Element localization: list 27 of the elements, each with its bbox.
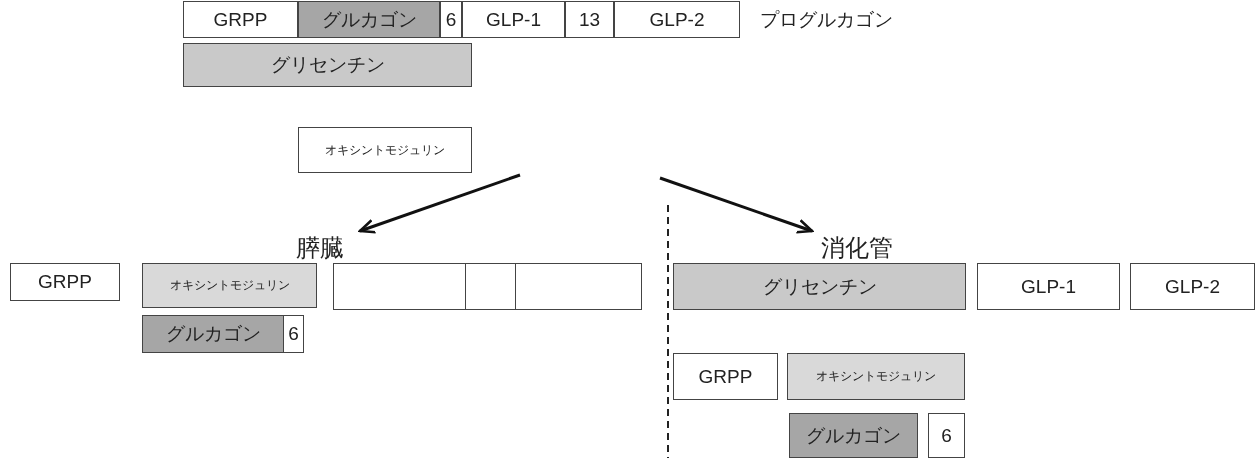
peptide-segment: グリセンチン (673, 263, 966, 310)
peptide-segment: 13 (565, 1, 614, 38)
peptide-segment: オキシントモジュリン (142, 263, 317, 308)
peptide-segment: GRPP (673, 353, 778, 400)
organ-heading: 消化管 (812, 232, 902, 264)
arrow (358, 173, 521, 234)
peptide-segment: GLP-1 (977, 263, 1120, 310)
segment-box (333, 263, 466, 310)
peptide-segment: オキシントモジュリン (787, 353, 965, 400)
precursor-label: プログルカゴン (760, 8, 893, 32)
peptide-segment: オキシントモジュリン (298, 127, 472, 173)
peptide-segment: GRPP (183, 1, 298, 38)
peptide-segment: グルカゴン (789, 413, 918, 458)
arrow (659, 176, 814, 234)
peptide-segment: GLP-2 (614, 1, 740, 38)
peptide-segment: グリセンチン (183, 43, 472, 87)
segment-box (515, 263, 642, 310)
peptide-segment: GLP-2 (1130, 263, 1255, 310)
peptide-segment: GRPP (10, 263, 120, 301)
peptide-segment: 6 (440, 1, 462, 38)
segment-box (465, 263, 516, 310)
peptide-segment: 6 (283, 315, 304, 353)
organ-heading: 膵臓 (280, 232, 360, 264)
peptide-segment: 6 (928, 413, 965, 458)
peptide-segment: グルカゴン (142, 315, 284, 353)
peptide-segment: グルカゴン (298, 1, 440, 38)
peptide-segment: GLP-1 (462, 1, 565, 38)
